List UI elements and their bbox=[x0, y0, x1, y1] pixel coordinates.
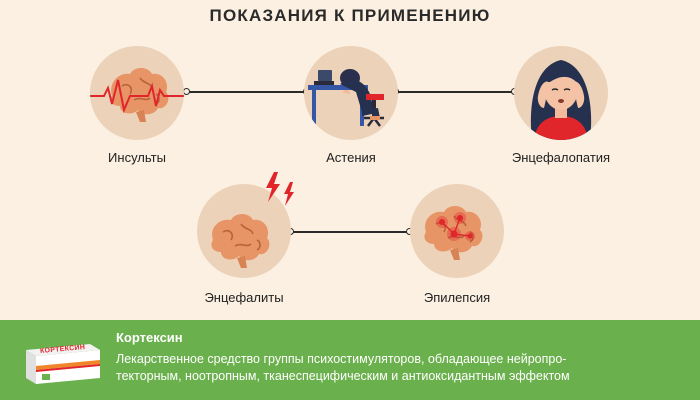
product-description: Лекарственное средство группы психостиму… bbox=[116, 351, 686, 385]
connector-strokes-asthenia bbox=[188, 91, 308, 93]
indication-strokes-circle bbox=[90, 46, 184, 140]
connector-dot bbox=[183, 88, 190, 95]
page-title: ПОКАЗАНИЯ К ПРИМЕНЕНИЮ bbox=[209, 6, 491, 25]
product-name: Кортексин bbox=[116, 330, 183, 345]
indication-label-asthenia: Астения bbox=[326, 150, 376, 165]
brain-seizure-icon bbox=[424, 206, 483, 260]
indication-label-strokes: Инсульты bbox=[108, 150, 166, 165]
connector-encephalitis-epilepsy bbox=[292, 231, 410, 233]
headache-woman-icon bbox=[530, 60, 592, 140]
indication-epilepsy-circle bbox=[410, 184, 504, 278]
brain-lightning-icon bbox=[211, 214, 270, 268]
product-description-line-1: Лекарственное средство группы психостиму… bbox=[116, 352, 567, 366]
product-package-image: КОРТЕКСИН bbox=[20, 336, 104, 388]
product-banner: КОРТЕКСИН Кортексин Лекарственное средст… bbox=[0, 320, 700, 400]
brain-pulse-icon bbox=[90, 68, 184, 122]
tired-worker-icon bbox=[308, 69, 384, 127]
product-description-line-2: текторным, ноотропным, тканеспецифически… bbox=[116, 369, 570, 383]
indication-label-encephalitis: Энцефалиты bbox=[204, 290, 284, 305]
indication-label-encephalopathy: Энцефалопатия bbox=[511, 150, 611, 165]
connector-asthenia-encephalopathy bbox=[397, 91, 515, 93]
indication-asthenia-circle bbox=[304, 46, 398, 140]
lightning-icon bbox=[266, 172, 294, 206]
indication-encephalopathy-circle bbox=[514, 46, 608, 140]
indication-encephalitis-circle bbox=[197, 184, 291, 278]
indication-label-epilepsy: Эпилепсия bbox=[423, 290, 491, 305]
